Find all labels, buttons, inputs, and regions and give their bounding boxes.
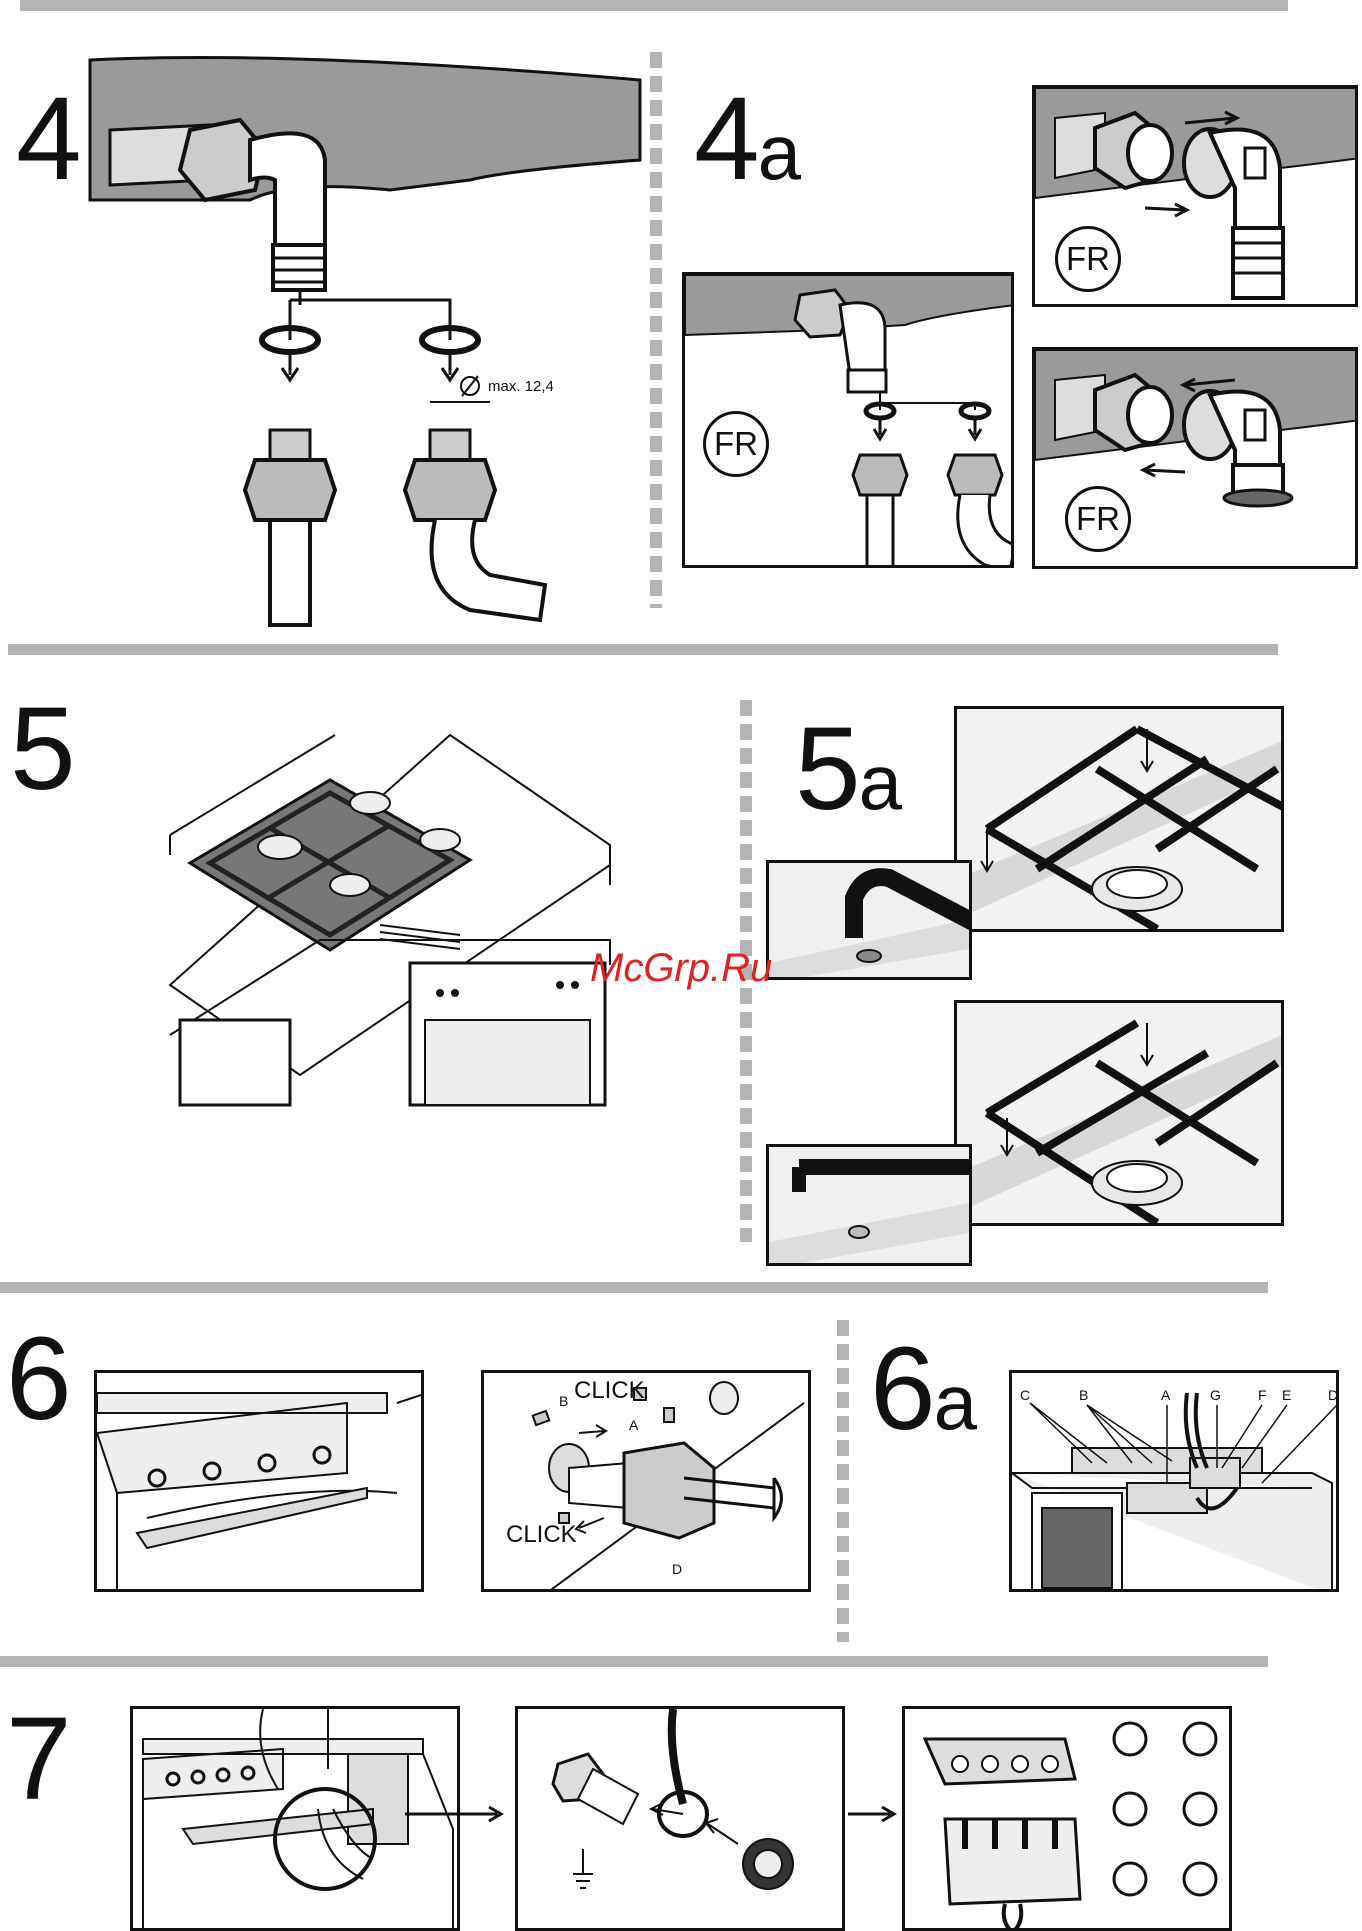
panel-6-control-panel — [94, 1370, 424, 1592]
step-5-hob-illustration — [170, 735, 620, 1105]
step-4a-suffix: a — [758, 108, 799, 196]
step-6a-number: 6a — [870, 1330, 975, 1448]
panel-5a-detail-top — [766, 860, 972, 980]
panel-7-earth-connection — [515, 1706, 845, 1931]
panel-6-control-panel-drawing — [97, 1373, 424, 1592]
step-5a-digit: 5 — [795, 703, 859, 835]
panel-5a-grid-bottom — [954, 1000, 1284, 1226]
panel-6a-wiring: C B A G F E D — [1009, 1370, 1339, 1592]
step-4-illustration — [90, 50, 650, 640]
panel-5a-grid-bottom-drawing — [957, 1003, 1284, 1226]
panel-5a-detail-bottom — [766, 1144, 972, 1266]
label-g-6a: G — [1210, 1387, 1221, 1403]
panel-4a-assemble: FR — [1032, 85, 1358, 307]
label-a-6a: A — [1161, 1387, 1170, 1403]
step-4a-number: 4a — [694, 80, 799, 198]
watermark: McGrp.Ru — [590, 946, 772, 991]
label-f-6a: F — [1258, 1387, 1267, 1403]
step-6a-digit: 6 — [870, 1323, 934, 1455]
label-c-6a: C — [1020, 1387, 1030, 1403]
step-4-number: 4 — [16, 80, 80, 198]
panel-4a-hose-options: FR — [682, 272, 1014, 568]
step-4a-digit: 4 — [694, 73, 758, 205]
panel-4a-disassemble: FR — [1032, 347, 1358, 569]
panel-5a-grid-top — [954, 706, 1284, 932]
panel-5a-grid-top-drawing — [957, 709, 1284, 932]
separator-4-4a — [650, 52, 662, 608]
label-d-6: D — [672, 1561, 682, 1577]
fr-badge-assemble: FR — [1055, 226, 1121, 292]
label-d-6a: D — [1328, 1387, 1338, 1403]
arrow-7-b — [848, 1804, 898, 1824]
step-5a-suffix: a — [859, 738, 900, 826]
label-b-6: B — [559, 1393, 568, 1409]
label-e-6a: E — [1282, 1387, 1291, 1403]
step-6a-suffix: a — [934, 1358, 975, 1446]
arrow-7-a — [405, 1804, 505, 1824]
fr-badge-hose: FR — [703, 411, 769, 477]
separator-6-6a — [837, 1320, 849, 1642]
divider-after-step-4 — [8, 644, 1278, 655]
label-a-6: A — [629, 1417, 638, 1433]
panel-7-connector-block-drawing — [905, 1709, 1232, 1931]
step-6-number: 6 — [6, 1320, 70, 1438]
step-5a-number: 5a — [795, 710, 900, 828]
diameter-note: max. 12,4 — [488, 378, 554, 395]
panel-7-connector-block — [902, 1706, 1232, 1931]
divider-after-step-6 — [0, 1656, 1268, 1667]
panel-6a-wiring-drawing — [1012, 1373, 1339, 1592]
step-7-number: 7 — [6, 1700, 70, 1818]
top-divider — [20, 0, 1288, 11]
panel-5a-detail-bottom-drawing — [769, 1147, 972, 1266]
step-5-number: 5 — [10, 690, 74, 808]
click-label-top: CLICK — [574, 1377, 645, 1405]
label-b-6a: B — [1079, 1387, 1088, 1403]
divider-after-step-5 — [0, 1282, 1268, 1293]
panel-6-spark-plug: CLICK CLICK B A D — [481, 1370, 811, 1592]
panel-6-spark-plug-drawing — [484, 1373, 811, 1592]
panel-5a-detail-top-drawing — [769, 863, 972, 980]
click-label-bottom: CLICK — [506, 1521, 577, 1549]
fr-badge-disassemble: FR — [1065, 486, 1131, 552]
panel-7-earth-connection-drawing — [518, 1709, 845, 1931]
